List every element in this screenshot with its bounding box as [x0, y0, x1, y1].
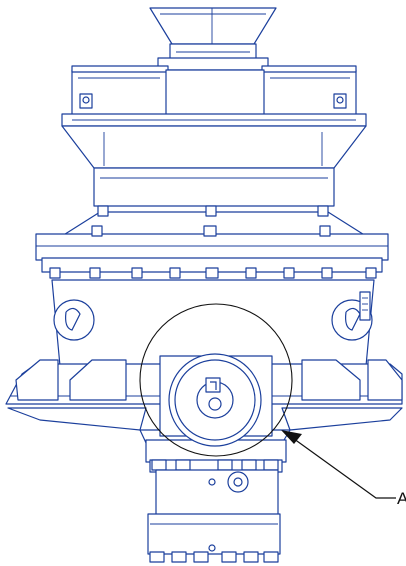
adjustment-ring	[35, 205, 389, 279]
eccentric-assembly	[159, 353, 273, 447]
detail-callout: A	[139, 303, 406, 508]
lift-lug-left-icon	[79, 93, 93, 109]
main-frame	[51, 279, 375, 367]
inspection-cover-left	[53, 299, 95, 341]
ring-bolt-row	[49, 205, 377, 279]
leader-line	[289, 435, 396, 499]
bottom-shell	[145, 439, 287, 563]
feed-hopper	[149, 7, 277, 61]
base-bolt-row	[149, 551, 279, 563]
bowl	[61, 125, 367, 207]
lift-lug-right-icon	[333, 93, 347, 109]
inspection-cover-right	[331, 291, 373, 341]
drive-pulley-icon	[227, 471, 249, 493]
callout-circle	[139, 303, 293, 457]
top-frame	[61, 57, 367, 127]
arrowhead-icon	[281, 430, 302, 444]
callout-label: A	[397, 489, 406, 508]
